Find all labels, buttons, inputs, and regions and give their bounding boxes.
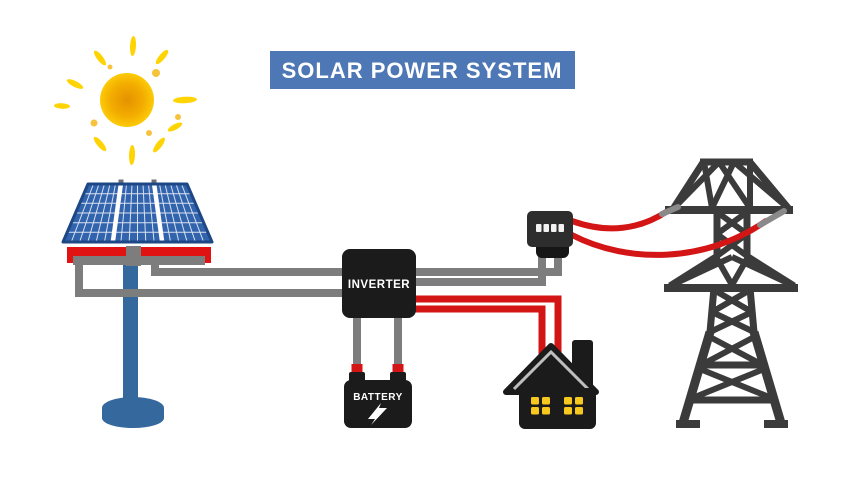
sun-ray — [93, 136, 107, 152]
power-line-cables — [569, 204, 787, 258]
panel-frame — [67, 246, 211, 266]
wire-inverter-to-house-2 — [412, 305, 546, 360]
battery-terminal-cap — [390, 372, 406, 382]
title-banner: SOLAR POWER SYSTEM — [270, 51, 575, 89]
sun-ray — [93, 50, 107, 66]
battery-terminal — [392, 364, 404, 374]
meter-display — [536, 224, 564, 232]
sun-ray — [129, 36, 137, 56]
sun-core — [100, 73, 154, 127]
cable-tip — [757, 208, 787, 228]
power-cable-2 — [569, 218, 769, 258]
solar-panel — [61, 179, 214, 244]
wire-inverter-to-meter-2 — [412, 254, 546, 286]
sun-ray — [153, 137, 165, 153]
sun-ray — [66, 79, 84, 89]
pole-base — [102, 408, 164, 428]
cable-tip — [659, 204, 681, 217]
sun-ray — [155, 49, 169, 65]
panel-grid — [67, 183, 208, 243]
wire-inverter-to-meter-1 — [412, 254, 562, 276]
red-wires-inverter-to-house — [412, 295, 562, 364]
inverter: INVERTER — [342, 249, 416, 318]
meter-box — [527, 211, 573, 247]
house-windows — [531, 397, 583, 415]
tower-bars — [664, 206, 798, 428]
sun-dot — [146, 130, 152, 136]
lightning-bolt-icon — [368, 403, 387, 425]
house-body — [519, 388, 596, 429]
battery: BATTERY — [344, 364, 412, 428]
inverter-box — [342, 249, 416, 318]
tower-lattice — [670, 159, 794, 400]
battery-label: BATTERY — [353, 392, 403, 403]
battery-terminal-cap — [349, 372, 365, 382]
house-window — [531, 397, 550, 415]
sun-ray — [167, 122, 183, 132]
meter-base — [536, 245, 569, 258]
tower-frame — [668, 158, 796, 404]
power-cable-1 — [569, 209, 669, 232]
panel-mount-bracket — [126, 246, 141, 266]
transmission-tower-icon — [664, 158, 798, 428]
sun-dot — [90, 119, 98, 127]
battery-terminal — [351, 364, 363, 374]
sun-ray — [128, 145, 136, 165]
house-roof-trim — [512, 349, 590, 391]
title-banner-bg — [270, 51, 575, 89]
house-window — [564, 397, 583, 415]
wire-panel-to-inverter-2 — [75, 256, 345, 297]
battery-box — [344, 380, 412, 428]
page-title: SOLAR POWER SYSTEM — [282, 58, 563, 83]
sun-icon — [54, 36, 197, 165]
sun-dot — [152, 69, 160, 77]
wire-inverter-to-house-1 — [412, 295, 562, 364]
house — [503, 340, 599, 429]
sun-dot — [107, 64, 113, 70]
pole-shaft — [123, 256, 138, 411]
sun-ray — [173, 96, 197, 104]
inverter-label: INVERTER — [348, 279, 410, 291]
electric-meter — [527, 211, 573, 258]
ac-wires-inverter-to-meter — [353, 254, 562, 366]
solar-panel-pole — [102, 256, 164, 428]
sun-dot — [175, 114, 181, 120]
panel-frame-red-cap — [202, 247, 211, 263]
sun-ray — [54, 103, 70, 109]
tower-legs — [678, 330, 786, 425]
panel-gaps — [110, 182, 165, 244]
panel-border — [61, 182, 214, 244]
panel-frame-red-cap — [67, 247, 76, 263]
